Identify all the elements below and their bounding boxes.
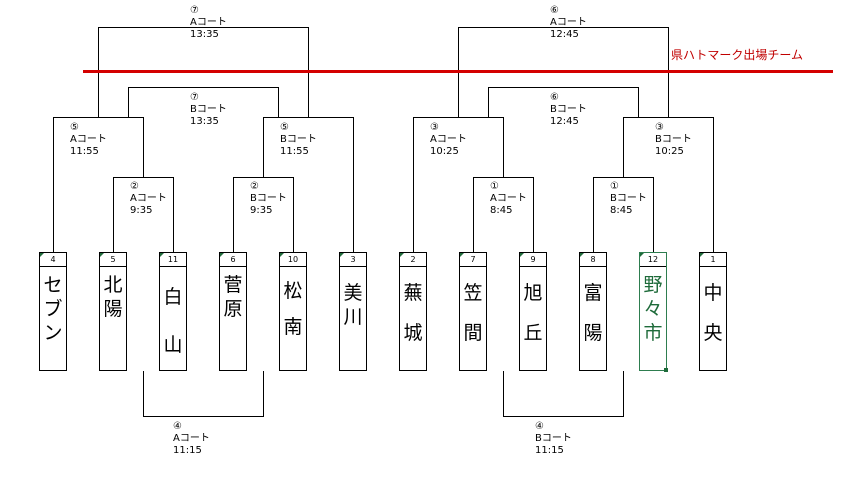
match-label: ⑦ Aコート 13:35 [190, 5, 227, 41]
match-number: ④ [535, 421, 544, 432]
match-label: ⑤ Aコート 11:55 [70, 122, 107, 158]
team-name: 松南 [283, 280, 303, 338]
match-label: ④ Bコート 11:15 [535, 421, 572, 457]
team-seed: 8 [580, 253, 606, 267]
hatomark-legend: 県ハトマーク出場チーム [671, 48, 804, 62]
match-court: Aコート [550, 17, 587, 28]
match-number: ① [610, 181, 619, 192]
match-number: ③ [655, 122, 664, 133]
match-time: 10:25 [655, 146, 684, 157]
match-label: ② Aコート 9:35 [130, 181, 167, 217]
match-court: Aコート [70, 134, 107, 145]
match-court: Bコート [655, 134, 692, 145]
match-court: Bコート [535, 433, 572, 444]
match-label: ⑤ Bコート 11:55 [280, 122, 317, 158]
team-box: 4 セブン [39, 252, 67, 371]
team-name: 美川 [343, 282, 363, 328]
team-name: 菅原 [223, 274, 243, 320]
bracket-line [488, 87, 639, 118]
team-seed: 3 [340, 253, 366, 267]
team-box: 5 北陽 [99, 252, 127, 371]
match-time: 11:15 [535, 445, 564, 456]
match-time: 13:35 [190, 116, 219, 127]
team-box: 8 富陽 [579, 252, 607, 371]
match-number: ⑦ [190, 5, 199, 16]
match-court: Aコート [190, 17, 227, 28]
match-time: 12:45 [550, 116, 579, 127]
team-seed: 1 [700, 253, 726, 267]
match-label: ③ Bコート 10:25 [655, 122, 692, 158]
match-time: 11:55 [280, 146, 309, 157]
team-name: 中央 [703, 282, 723, 344]
match-court: Bコート [250, 193, 287, 204]
team-name: 蕪城 [403, 282, 423, 344]
team-seed: 10 [280, 253, 306, 267]
match-time: 9:35 [130, 205, 153, 216]
match-number: ⑥ [550, 5, 559, 16]
match-number: ③ [430, 122, 439, 133]
match-number: ⑤ [70, 122, 79, 133]
team-name: 白山 [163, 286, 183, 356]
match-number: ② [250, 181, 259, 192]
match-number: ② [130, 181, 139, 192]
match-label: ⑥ Aコート 12:45 [550, 5, 587, 41]
match-number: ⑥ [550, 92, 559, 103]
match-label: ③ Aコート 10:25 [430, 122, 467, 158]
match-number: ⑦ [190, 92, 199, 103]
team-box: 6 菅原 [219, 252, 247, 371]
match-time: 13:35 [190, 29, 219, 40]
team-name: 笠間 [463, 282, 483, 344]
team-seed: 9 [520, 253, 546, 267]
team-name: 野々市 [643, 274, 663, 344]
team-box: 2 蕪城 [399, 252, 427, 371]
match-time: 12:45 [550, 29, 579, 40]
match-court: Aコート [430, 134, 467, 145]
team-seed: 4 [40, 253, 66, 267]
team-seed: 12 [640, 253, 666, 267]
bracket-line [143, 371, 264, 417]
team-box: 3 美川 [339, 252, 367, 371]
team-box-selected: 12 野々市 [639, 252, 668, 372]
match-label: ⑦ Bコート 13:35 [190, 92, 227, 128]
team-box: 10 松南 [279, 252, 307, 371]
team-seed: 11 [160, 253, 186, 267]
match-time: 10:25 [430, 146, 459, 157]
bracket-line [503, 371, 624, 417]
team-seed: 7 [460, 253, 486, 267]
team-name: 旭丘 [523, 282, 543, 344]
match-label: ① Aコート 8:45 [490, 181, 527, 217]
match-label: ① Bコート 8:45 [610, 181, 647, 217]
team-name: セブン [43, 274, 63, 344]
bracket-line [128, 87, 279, 118]
match-time: 11:15 [173, 445, 202, 456]
match-label: ④ Aコート 11:15 [173, 421, 210, 457]
match-number: ⑤ [280, 122, 289, 133]
team-box: 11 白山 [159, 252, 187, 371]
match-label: ⑥ Bコート 12:45 [550, 92, 587, 128]
team-box: 9 旭丘 [519, 252, 547, 371]
selection-handle [664, 368, 668, 372]
match-court: Bコート [610, 193, 647, 204]
match-court: Aコート [130, 193, 167, 204]
match-court: Aコート [490, 193, 527, 204]
match-court: Bコート [190, 104, 227, 115]
team-seed: 6 [220, 253, 246, 267]
team-box: 7 笠間 [459, 252, 487, 371]
match-label: ② Bコート 9:35 [250, 181, 287, 217]
match-time: 8:45 [610, 205, 633, 216]
team-box: 1 中央 [699, 252, 727, 371]
match-court: Bコート [550, 104, 587, 115]
match-time: 9:35 [250, 205, 273, 216]
team-name: 富陽 [583, 282, 603, 344]
match-time: 11:55 [70, 146, 99, 157]
team-seed: 2 [400, 253, 426, 267]
match-court: Bコート [280, 134, 317, 145]
match-time: 8:45 [490, 205, 513, 216]
team-name: 北陽 [103, 274, 123, 320]
team-seed: 5 [100, 253, 126, 267]
match-court: Aコート [173, 433, 210, 444]
match-number: ① [490, 181, 499, 192]
match-number: ④ [173, 421, 182, 432]
